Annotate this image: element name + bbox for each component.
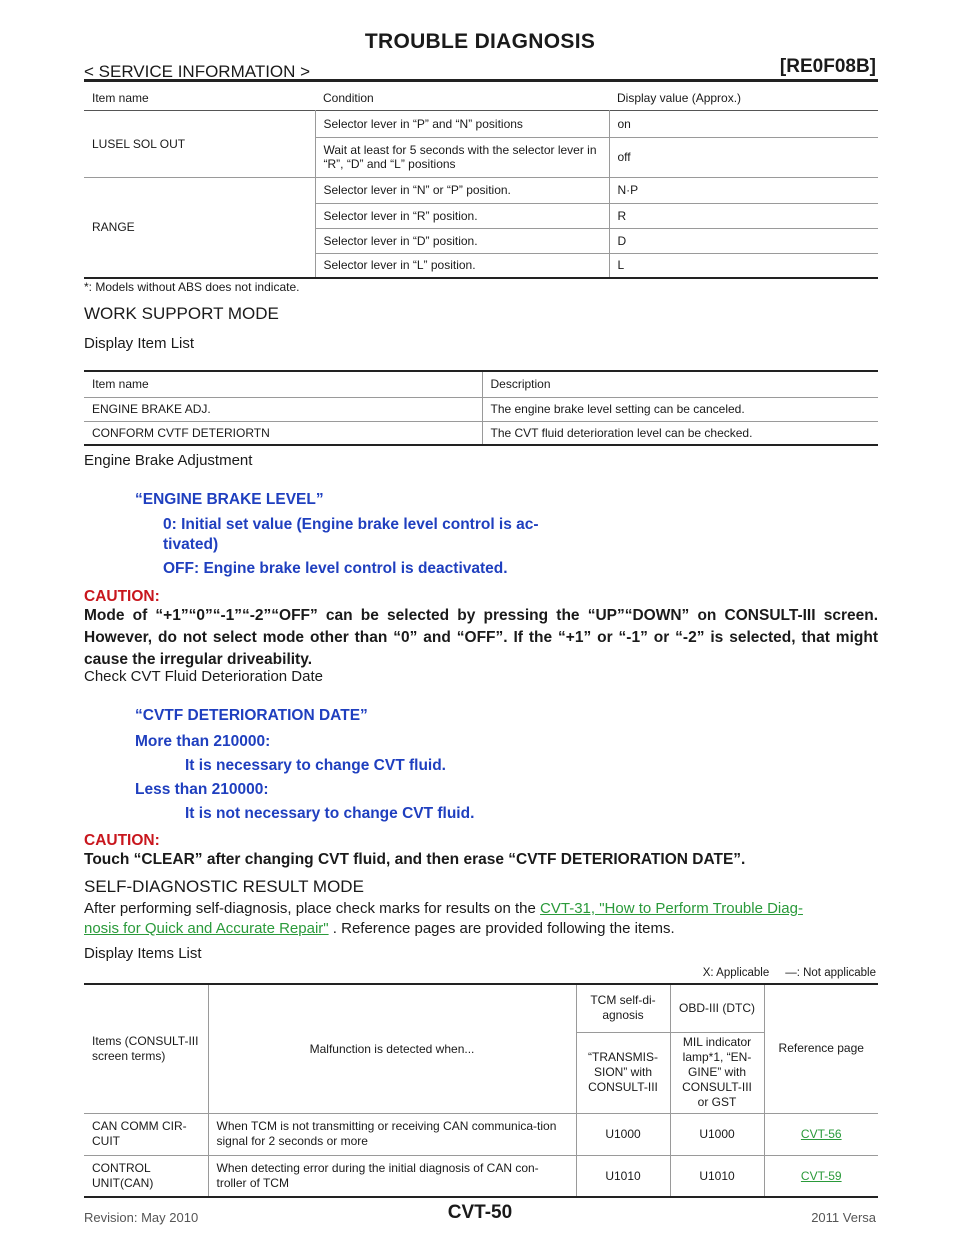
header-display-value: Display value (Approx.) [617,91,742,106]
description-cell: The CVT fluid deterioration level can be… [481,421,878,445]
table-header-row: “TRANSMIS-SION” with CONSULT-III MIL ind… [84,1032,878,1114]
reference-link[interactable]: CVT-59 [800,1168,842,1183]
breadcrumb: < SERVICE INFORMATION > [84,62,311,81]
engine-brake-line-3: OFF: Engine brake level control is deact… [163,560,508,577]
work-support-table: Item name Description ENGINE BRAKE ADJ. … [84,370,878,446]
condition-cell: Wait at least for 5 seconds with the sel… [314,137,609,177]
malfunction-cell: When TCM is not transmitting or receivin… [207,1113,576,1156]
reference-link[interactable]: nosis for Quick and Accurate Repair" [84,920,329,937]
header-items: Items (CONSULT-III screen terms) [84,984,208,1114]
self-diag-paragraph: After performing self-diagnosis, place c… [84,899,878,939]
table-row: Selector lever in “R” position. R [84,203,878,228]
table-header-row: Items (CONSULT-III screen terms) Malfunc… [84,984,878,1114]
less-than-label: Less than 210000: [135,781,269,798]
table-row: RANGE Selector lever in “N” or “P” posit… [84,177,878,279]
table-row: CAN COMM CIR-CUIT When TCM is not transm… [84,1113,878,1156]
page-title: TROUBLE DIAGNOSIS [364,30,596,53]
condition-cell: Selector lever in “P” and “N” positions [314,110,609,137]
engine-brake-line-2: tivated) [163,536,219,553]
obd-cell: U1010 [669,1155,764,1198]
table-header-row: Item name Description [84,371,878,397]
caution-heading: CAUTION: [84,588,160,605]
header-transmission: “TRANSMIS-SION” with CONSULT-III [575,1032,670,1114]
table-row: LUSEL SOL OUT Selector lever in “P” and … [84,110,878,178]
item-range: RANGE [84,177,315,279]
header-description: Description [481,371,878,397]
section-title-work-support: WORK SUPPORT MODE [84,304,279,323]
value-cell: on [608,110,878,137]
header-divider [84,79,878,82]
item-cell: CAN COMM CIR-CUIT [84,1113,208,1156]
footer-revision: Revision: May 2010 [84,1210,199,1225]
table-row: Selector lever in “D” position. D [84,228,878,253]
display-value-table: Item name Condition Display value (Appro… [84,87,878,279]
tcm-cell: U1000 [575,1113,670,1156]
reference-link[interactable]: CVT-56 [800,1127,842,1141]
value-cell: L [608,253,878,278]
paragraph-text: After performing self-diagnosis, place c… [84,900,541,917]
paragraph-text: . Reference pages are provided following… [328,920,675,937]
table-footnote: *: Models without ABS does not indicate. [84,280,300,294]
reference-cell: CVT-56 [763,1113,878,1156]
header-mil: MIL indicator lamp*1, “EN-GINE” with CON… [669,1032,764,1114]
reference-link[interactable]: CVT-31, "How to Perform Trouble Diag- [540,900,803,917]
header-condition: Condition [323,91,374,106]
engine-brake-level-label: “ENGINE BRAKE LEVEL” [135,491,324,508]
less-than-text: It is not necessary to change CVT fluid. [185,805,475,822]
section-title-self-diag: SELF-DIAGNOSTIC RESULT MODE [84,877,364,896]
legend: X: Applicable —: Not applicable [702,967,876,979]
caution-text: Touch “CLEAR” after changing CVT fluid, … [84,851,746,868]
tcm-cell: U1010 [575,1155,670,1198]
value-cell: R [608,203,878,228]
table-row: CONTROL UNIT(CAN) When detecting error d… [84,1155,878,1198]
subtitle-display-item-list: Display Item List [84,335,195,352]
subtitle-display-items-list: Display Items List [84,945,202,962]
footer-model: 2011 Versa [811,1210,876,1225]
caution-heading: CAUTION: [84,832,160,849]
header-malfunction: Malfunction is detected when... [207,984,576,1114]
table-row: CONFORM CVTF DETERIORTN The CVT fluid de… [84,421,878,445]
table-row: Wait at least for 5 seconds with the sel… [84,137,878,177]
caution-text: Mode of “+1”“0”“-1”“-2”“OFF” can be sele… [84,607,878,668]
table-header-row: Item name Condition Display value (Appro… [84,87,878,110]
value-cell: off [608,137,878,177]
table-row: ENGINE BRAKE ADJ. The engine brake level… [84,397,878,421]
self-diag-table: Items (CONSULT-III screen terms) Malfunc… [84,983,878,1198]
value-cell: D [608,228,878,253]
page-number: CVT-50 [447,1202,513,1223]
model-code: [RE0F08B] [779,56,876,77]
item-lusel-sol-out: LUSEL SOL OUT [84,110,315,178]
reference-cell: CVT-59 [763,1155,878,1198]
item-cell: CONTROL UNIT(CAN) [84,1155,208,1198]
condition-cell: Selector lever in “N” or “P” position. [314,177,609,203]
condition-cell: Selector lever in “R” position. [314,203,609,228]
cvtf-date-label: “CVTF DETERIORATION DATE” [135,707,368,724]
header-obd: OBD-III (DTC) [669,984,764,1033]
value-cell: N·P [608,177,878,203]
condition-cell: Selector lever in “D” position. [314,228,609,253]
header-item-name: Item name [92,377,149,392]
malfunction-cell: When detecting error during the initial … [207,1155,576,1198]
subtitle-cvt-fluid: Check CVT Fluid Deterioration Date [84,668,323,685]
item-cell: CONFORM CVTF DETERIORTN [92,425,270,440]
engine-brake-line-1: 0: Initial set value (Engine brake level… [163,516,539,533]
table-row: Selector lever in “L” position. L [84,253,878,278]
subtitle-engine-brake: Engine Brake Adjustment [84,452,253,469]
condition-cell: Selector lever in “L” position. [314,253,609,278]
more-than-label: More than 210000: [135,733,271,750]
obd-cell: U1000 [669,1113,764,1156]
header-item-name: Item name [92,91,149,106]
item-cell: ENGINE BRAKE ADJ. [92,402,211,416]
header-tcm: TCM self-di-agnosis [575,984,670,1033]
more-than-text: It is necessary to change CVT fluid. [185,757,446,774]
header-reference: Reference page [763,984,878,1114]
description-cell: The engine brake level setting can be ca… [481,397,878,421]
